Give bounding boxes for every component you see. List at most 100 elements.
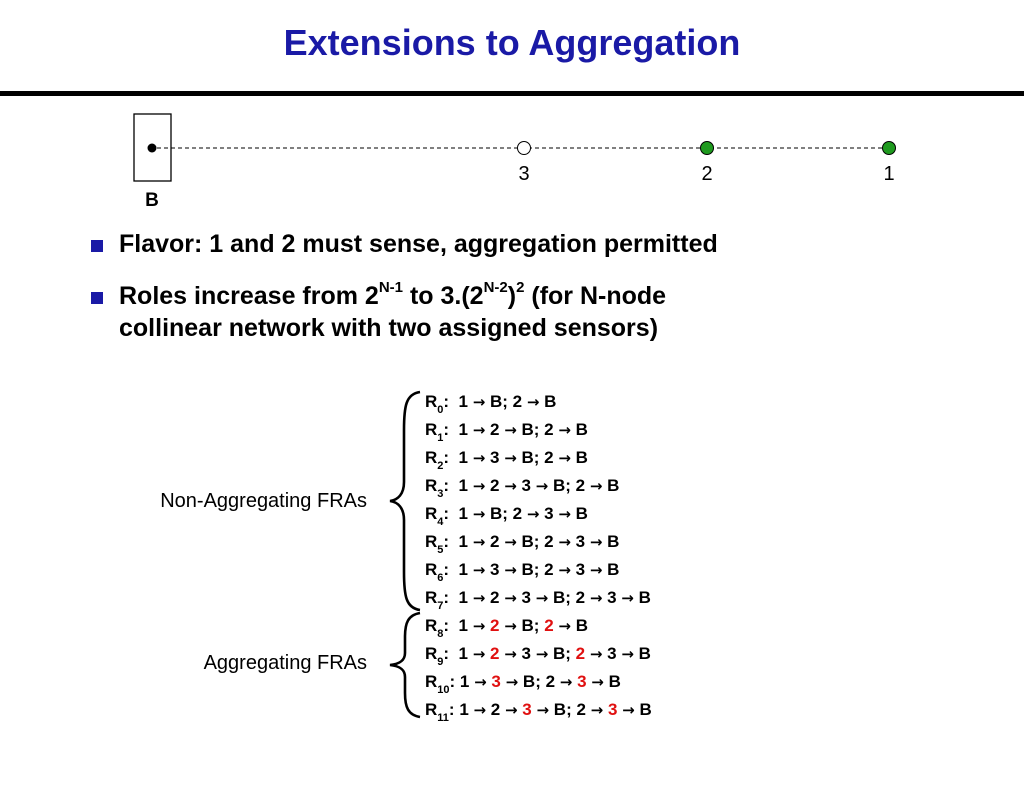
right-arrow-icon: → <box>589 589 603 607</box>
role-row: R4: 1 → B; 2 → 3 → B <box>425 500 652 528</box>
role-row: R1: 1 → 2 → B; 2 → B <box>425 416 652 444</box>
role-letter: R <box>425 392 438 411</box>
role-text: 2 <box>485 476 505 495</box>
bullet-roles: Roles increase from 2N-1 to 3.(2N-2)2 (f… <box>88 280 988 344</box>
role-highlight: 3 <box>491 672 501 691</box>
role-text: 1 <box>458 504 473 523</box>
right-arrow-icon: → <box>504 701 518 719</box>
right-arrow-icon: → <box>504 645 517 663</box>
role-text: B <box>570 616 588 635</box>
right-arrow-icon: → <box>474 673 487 691</box>
right-arrow-icon: → <box>504 533 517 551</box>
bullet-square-icon <box>91 292 103 304</box>
right-arrow-icon: → <box>589 533 603 551</box>
base-station-label: B <box>145 190 159 211</box>
role-letter: R <box>425 560 438 579</box>
role-letter: R <box>425 420 438 439</box>
role-text: B; 2 <box>549 700 591 719</box>
role-colon: : <box>443 476 459 495</box>
role-index: 8 <box>437 628 444 641</box>
role-colon: : <box>448 700 460 719</box>
right-arrow-icon: → <box>526 393 540 411</box>
role-text: 3 <box>516 588 536 607</box>
node-3-marker <box>517 141 531 155</box>
role-colon: : <box>449 672 460 691</box>
role-text: B <box>603 672 621 691</box>
role-text: 3 <box>485 448 505 467</box>
bullet-flavor-text: Flavor: 1 and 2 must sense, aggregation … <box>119 230 718 258</box>
right-arrow-icon: → <box>472 561 486 579</box>
slide-title: Extensions to Aggregation <box>283 22 741 63</box>
role-index: 0 <box>437 404 444 417</box>
right-arrow-icon: → <box>472 421 486 439</box>
role-row: R7: 1 → 2 → 3 → B; 2 → 3 → B <box>425 584 652 612</box>
bullet-flavor: Flavor: 1 and 2 must sense, aggregation … <box>88 228 988 260</box>
aggregating-brace <box>389 611 421 719</box>
role-index: 6 <box>437 572 444 585</box>
role-letter: R <box>425 532 438 551</box>
role-text: B <box>602 532 620 551</box>
bullet-roles-text-4: (for N-node <box>524 282 667 310</box>
right-arrow-icon: → <box>535 645 549 663</box>
right-arrow-icon: → <box>535 589 549 607</box>
right-arrow-icon: → <box>558 533 571 551</box>
role-text: B; 2 <box>516 448 559 467</box>
right-arrow-icon: → <box>472 477 486 495</box>
node-3-label: 3 <box>518 163 529 185</box>
role-text: B <box>633 588 651 607</box>
right-arrow-icon: → <box>590 701 604 719</box>
right-arrow-icon: → <box>472 533 486 551</box>
role-highlight: 2 <box>575 644 586 663</box>
role-letter: R <box>425 700 438 719</box>
role-text: 1 <box>458 532 473 551</box>
node-1-label: 1 <box>883 163 894 185</box>
role-index: 9 <box>437 656 444 669</box>
role-text: B; 2 <box>516 532 559 551</box>
right-arrow-icon: → <box>504 561 517 579</box>
role-colon: : <box>443 420 459 439</box>
role-highlight: 2 <box>490 616 500 635</box>
collinear-network-diagram: 3 2 1 B <box>133 113 896 211</box>
role-letter: R <box>425 476 438 495</box>
aggregating-label: Aggregating FRAs <box>203 652 367 674</box>
role-text: 1 <box>458 616 473 635</box>
role-text: B; 2 <box>516 560 559 579</box>
role-text: B <box>539 392 557 411</box>
role-text: B; 2 <box>548 588 590 607</box>
role-text: 1 <box>458 392 473 411</box>
right-arrow-icon: → <box>504 617 517 635</box>
right-arrow-icon: → <box>472 645 486 663</box>
role-text: 3 <box>602 644 622 663</box>
role-colon: : <box>443 532 459 551</box>
node-2-label: 2 <box>701 163 712 185</box>
role-text: 1 <box>459 700 474 719</box>
role-colon: : <box>443 392 459 411</box>
role-row: R8: 1 → 2 → B; 2 → B <box>425 612 652 640</box>
role-text: 1 <box>458 588 473 607</box>
right-arrow-icon: → <box>589 477 603 495</box>
right-arrow-icon: → <box>504 589 517 607</box>
right-arrow-icon: → <box>589 645 603 663</box>
role-row: R11: 1 → 2 → 3 → B; 2 → 3 → B <box>425 696 652 724</box>
role-letter: R <box>425 504 438 523</box>
role-text: B <box>570 448 588 467</box>
right-arrow-icon: → <box>472 393 486 411</box>
right-arrow-icon: → <box>621 645 634 663</box>
role-index: 2 <box>437 460 444 473</box>
role-row: R0: 1 → B; 2 → B <box>425 388 652 416</box>
role-text: 1 <box>458 420 473 439</box>
right-arrow-icon: → <box>535 477 549 495</box>
role-letter: R <box>425 448 438 467</box>
right-arrow-icon: → <box>472 589 486 607</box>
role-text: 1 <box>458 476 473 495</box>
role-text: 3 <box>539 504 559 523</box>
role-text: B <box>570 420 588 439</box>
right-arrow-icon: → <box>504 421 517 439</box>
bullet-square-icon <box>91 240 103 252</box>
role-letter: R <box>425 588 438 607</box>
role-text: B <box>570 504 588 523</box>
role-index: 5 <box>437 544 444 557</box>
role-index: 10 <box>437 684 450 697</box>
role-letter: R <box>425 644 438 663</box>
role-text: B <box>602 560 620 579</box>
